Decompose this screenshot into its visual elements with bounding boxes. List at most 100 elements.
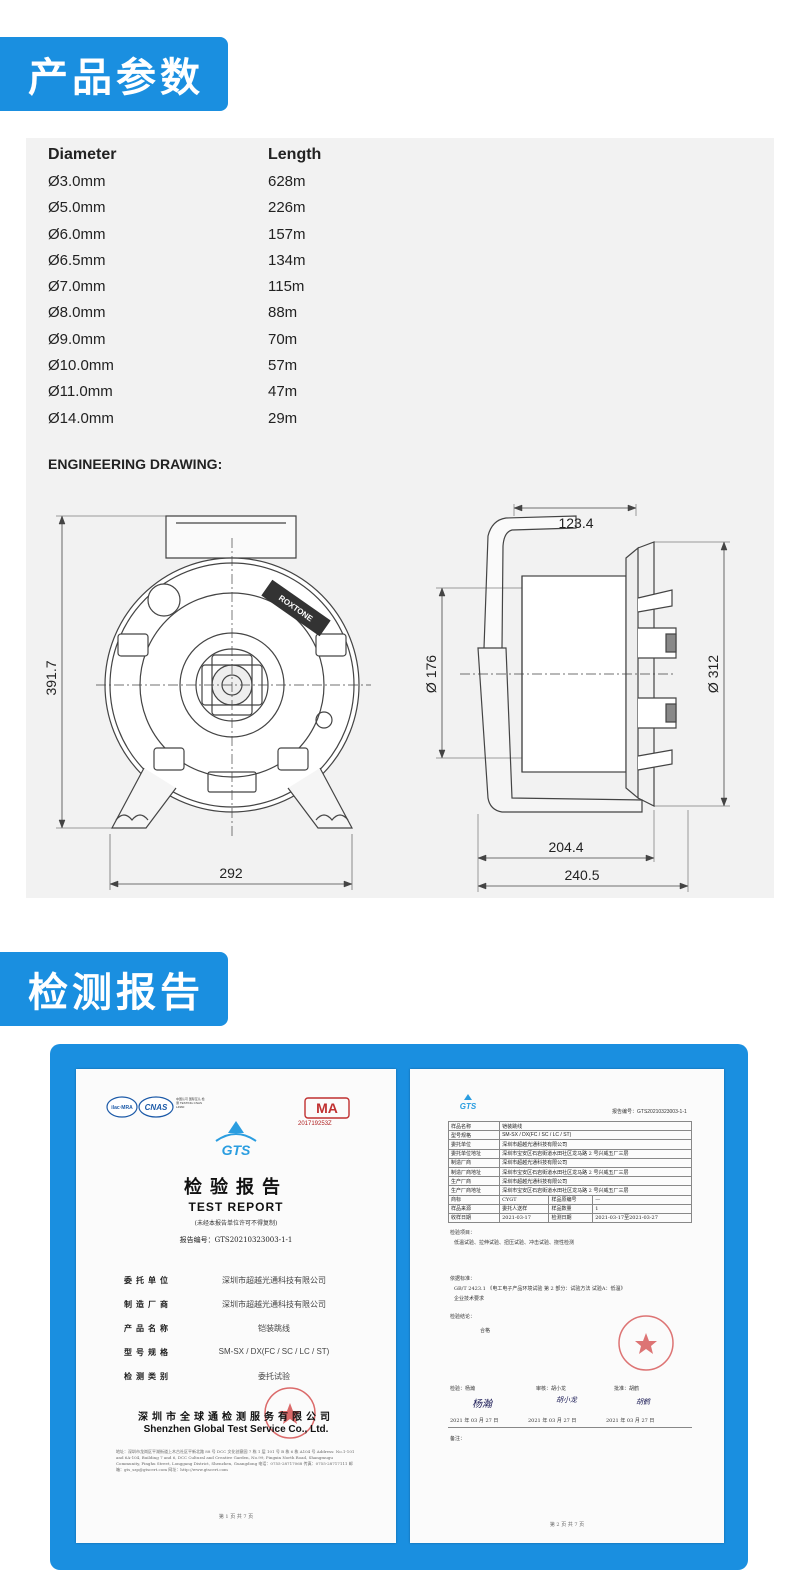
signer-label-inspector: 检验：杨瀚 xyxy=(450,1386,476,1392)
cell: 深圳市宝安区石岩街道水田社区龙马路 2 号兴威五厂三层 xyxy=(499,1185,692,1196)
test-items: 低温试验、拉伸试验、扭压试验、冲击试验、挠性检测 xyxy=(454,1240,575,1246)
cell: 样品来源 xyxy=(447,1203,501,1214)
table-row: 委托单位地址深圳市宝安区石岩街道水田社区龙马路 2 号兴威五厂三层 xyxy=(447,1148,692,1159)
cell: 1 xyxy=(592,1203,692,1214)
inspection-seal xyxy=(618,1315,674,1371)
gts-logo-small-text: GTS xyxy=(460,1102,477,1111)
report-copy-note: (未经本报告单位许可不得复制) xyxy=(194,1220,278,1227)
cell: 2021-03-17至2021-03-27 xyxy=(592,1212,692,1224)
issuer-address: 地址：深圳市龙岗区平湖街道上木古社区平新北路 88 号 DCC 文化创意园 7 … xyxy=(116,1449,355,1472)
spec-diameter: Ø10.0mm xyxy=(48,357,114,375)
spec-length: 88m xyxy=(268,304,298,322)
table-row: 样品名称铠装跳线 xyxy=(447,1120,692,1132)
table-row: 制造厂商地址深圳市宝安区石岩街道水田社区龙马路 2 号兴威五厂三层 xyxy=(447,1166,692,1178)
conclusion-label: 检验结论： xyxy=(450,1314,476,1320)
cell: 深圳市宝安区石岩街道水田社区龙马路 2 号兴威五厂三层 xyxy=(499,1166,692,1178)
section-title-params: 产品参数 xyxy=(0,37,228,111)
cell: 样品名称 xyxy=(447,1120,501,1132)
field-value: 铠装跳线 xyxy=(258,1324,290,1333)
sign-date-approver: 2021 年 03 月 27 日 xyxy=(606,1418,655,1424)
field-label: 检测类别 xyxy=(124,1371,172,1381)
sign-date-reviewer: 2021 年 03 月 27 日 xyxy=(528,1418,577,1424)
table-row: 制造厂商深圳市超越光通科技有限公司 xyxy=(447,1157,692,1168)
cell: 委托人送样 xyxy=(499,1203,550,1214)
signature-reviewer: 胡小龙 xyxy=(556,1396,577,1404)
spec-length: 29m xyxy=(268,409,298,427)
cell: 制造厂商地址 xyxy=(447,1166,501,1178)
side-view xyxy=(436,504,730,892)
cell: 铠装跳线 xyxy=(499,1120,692,1132)
gts-logo-small: GTS xyxy=(460,1094,477,1111)
field-value: 委托试验 xyxy=(258,1372,290,1381)
field-label: 产品名称 xyxy=(124,1323,172,1333)
spec-header-length: Length xyxy=(268,146,322,164)
issuer-name-en: Shenzhen Global Test Service Co., Ltd. xyxy=(143,1424,329,1435)
spec-diameter: Ø3.0mm xyxy=(48,172,106,190)
dim-flange-label: Ø 312 xyxy=(705,655,721,693)
conclusion: 合格 xyxy=(480,1328,491,1334)
report-field: 制造厂商深圳市超越光通科技有限公司 xyxy=(124,1299,364,1310)
cell: 2021-03-17 xyxy=(499,1212,550,1224)
cell: 收样日期 xyxy=(447,1212,501,1224)
table-row: 生产厂商深圳市超越光通科技有限公司 xyxy=(447,1176,692,1187)
page-number: 第 2 页 共 7 页 xyxy=(549,1522,585,1528)
section-title-report: 检测报告 xyxy=(0,952,228,1026)
signature-approver: 胡鹤 xyxy=(636,1398,650,1406)
table-row: 委托单位深圳市超越光通科技有限公司 xyxy=(447,1139,692,1150)
spec-row: Ø9.0mm 70m xyxy=(48,326,388,352)
page-number: 第 1 页 共 7 页 xyxy=(218,1514,254,1520)
remark-label: 备注： xyxy=(450,1436,466,1442)
basis-label: 依据标准： xyxy=(450,1276,476,1282)
field-value: 深圳市超越光通科技有限公司 xyxy=(222,1276,326,1285)
cnas-logo: CNAS xyxy=(145,1103,168,1112)
report-title-en: TEST REPORT xyxy=(188,1200,284,1214)
basis-standard: GB/T 2423.1 《电工电子产品环境试验 第 2 部分：试验方法 试验A：… xyxy=(454,1286,626,1292)
spec-diameter: Ø6.0mm xyxy=(48,225,106,243)
report-number: 报告编号：GTS20210323003-1-1 xyxy=(179,1236,293,1244)
dim-top-label: 123.4 xyxy=(558,515,593,531)
cell: 生产厂商地址 xyxy=(447,1185,501,1196)
field-label: 委托单位 xyxy=(124,1275,172,1285)
cma-logo: MA xyxy=(304,1097,350,1119)
cma-number: 201719253Z xyxy=(298,1121,332,1127)
spec-diameter: Ø9.0mm xyxy=(48,330,106,348)
cell: 深圳市超越光通科技有限公司 xyxy=(499,1139,692,1150)
dim-width-label: 292 xyxy=(219,865,243,881)
cell: 委托单位 xyxy=(447,1139,501,1150)
spec-length: 47m xyxy=(268,383,298,401)
field-label: 型号规格 xyxy=(124,1347,172,1357)
engineering-drawing-title: ENGINEERING DRAWING: xyxy=(48,456,223,472)
issuer-name-cn: 深圳市全球通检测服务有限公司 xyxy=(138,1412,334,1423)
cell: 深圳市超越光通科技有限公司 xyxy=(499,1176,692,1187)
official-seal xyxy=(264,1387,316,1439)
dim-total-label: 240.5 xyxy=(564,867,599,883)
spec-header-diameter: Diameter xyxy=(48,146,117,164)
cell: 深圳市宝安区石岩街道水田社区龙马路 2 号兴威五厂三层 xyxy=(499,1148,692,1159)
spec-row: Ø6.0mm 157m xyxy=(48,221,388,247)
cell: 制造厂商 xyxy=(447,1157,501,1168)
spec-diameter: Ø14.0mm xyxy=(48,409,114,427)
report-page-1: ilac·MRA CNAS 中国认可 国际互认 检测 TESTING CNAS … xyxy=(76,1069,396,1543)
spec-length: 157m xyxy=(268,225,306,243)
spec-diameter: Ø8.0mm xyxy=(48,304,106,322)
cell: — xyxy=(592,1194,692,1205)
front-view xyxy=(56,515,371,890)
cell: 检测日期 xyxy=(548,1212,594,1224)
signature-inspector: 杨瀚 xyxy=(472,1399,492,1410)
spec-length: 70m xyxy=(268,330,298,348)
dim-hub-label: Ø 176 xyxy=(423,655,439,693)
cma-logo-text: MA xyxy=(316,1100,338,1116)
report-title-cn: 检验报告 xyxy=(184,1177,288,1198)
cell: CYGT xyxy=(499,1194,550,1205)
